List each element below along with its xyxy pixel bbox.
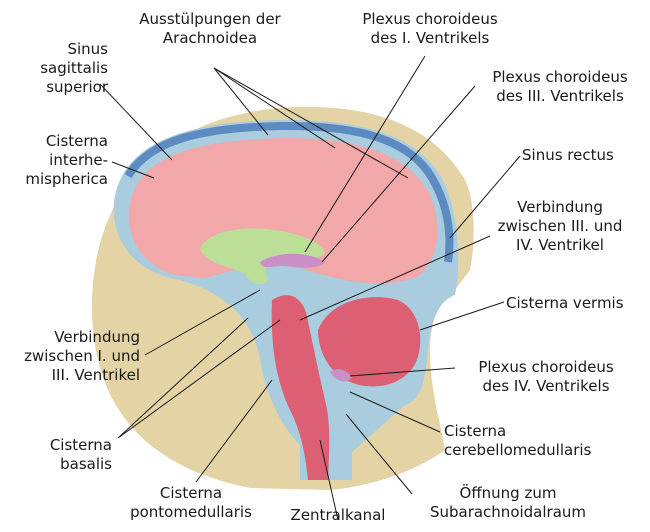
label-line: Verbindung — [0, 328, 140, 347]
label-line: Cisterna — [116, 484, 266, 503]
label-line: Plexus choroideus — [470, 68, 650, 87]
label-plexus-I: Plexus choroideus des I. Ventrikels — [340, 10, 520, 48]
label-cisterna-basalis: Cisterna basalis — [0, 436, 112, 474]
label-line: des IV. Ventrikels — [456, 377, 636, 396]
label-cisterna-cerebellomedullaris: Cisterna cerebellomedullaris — [444, 422, 624, 460]
label-line: III. Ventrikel — [0, 366, 140, 385]
label-line: Plexus choroideus — [456, 358, 636, 377]
label-line: Cisterna vermis — [506, 294, 646, 313]
label-line: Arachnoidea — [120, 29, 300, 48]
label-cisterna-interhemispherica: Cisterna interhe- mispherica — [0, 132, 108, 189]
label-line: IV. Ventrikel — [470, 236, 650, 255]
label-line: Ausstülpungen der — [120, 10, 300, 29]
label-cisterna-vermis: Cisterna vermis — [506, 294, 646, 313]
label-sinus-rectus: Sinus rectus — [522, 146, 642, 165]
label-line: zwischen I. und — [0, 347, 140, 366]
label-verbindung-III-IV: Verbindung zwischen III. und IV. Ventrik… — [470, 198, 650, 255]
label-line: Öffnung zum — [408, 484, 608, 503]
label-line: des I. Ventrikels — [340, 29, 520, 48]
label-line: pontomedullaris — [116, 503, 266, 522]
label-cisterna-pontomedullaris: Cisterna pontomedullaris — [116, 484, 266, 522]
label-line: Plexus choroideus — [340, 10, 520, 29]
label-plexus-III: Plexus choroideus des III. Ventrikels — [470, 68, 650, 106]
label-ausstuelpungen: Ausstülpungen der Arachnoidea — [120, 10, 300, 48]
label-line: Cisterna — [444, 422, 624, 441]
leader-sinus-sagittalis — [100, 84, 172, 160]
label-zentralkanal: Zentralkanal — [276, 506, 400, 525]
label-oeffnung: Öffnung zum Subarachnoidalraum — [408, 484, 608, 522]
label-line: cerebellomedullaris — [444, 441, 624, 460]
label-sinus-sagittalis: Sinus sagittalis superior — [0, 40, 108, 97]
label-line: mispherica — [0, 170, 108, 189]
label-line: sagittalis — [0, 59, 108, 78]
label-line: Cisterna — [0, 436, 112, 455]
label-line: Sinus rectus — [522, 146, 642, 165]
label-plexus-IV: Plexus choroideus des IV. Ventrikels — [456, 358, 636, 396]
label-line: interhe- — [0, 151, 108, 170]
label-line: zwischen III. und — [470, 217, 650, 236]
label-line: Cisterna — [0, 132, 108, 151]
label-line: Verbindung — [470, 198, 650, 217]
label-line: superior — [0, 78, 108, 97]
label-verbindung-I-III: Verbindung zwischen I. und III. Ventrike… — [0, 328, 140, 385]
label-line: Zentralkanal — [276, 506, 400, 525]
label-line: Subarachnoidalraum — [408, 503, 608, 522]
label-line: des III. Ventrikels — [470, 87, 650, 106]
label-line: Sinus — [0, 40, 108, 59]
label-line: basalis — [0, 455, 112, 474]
